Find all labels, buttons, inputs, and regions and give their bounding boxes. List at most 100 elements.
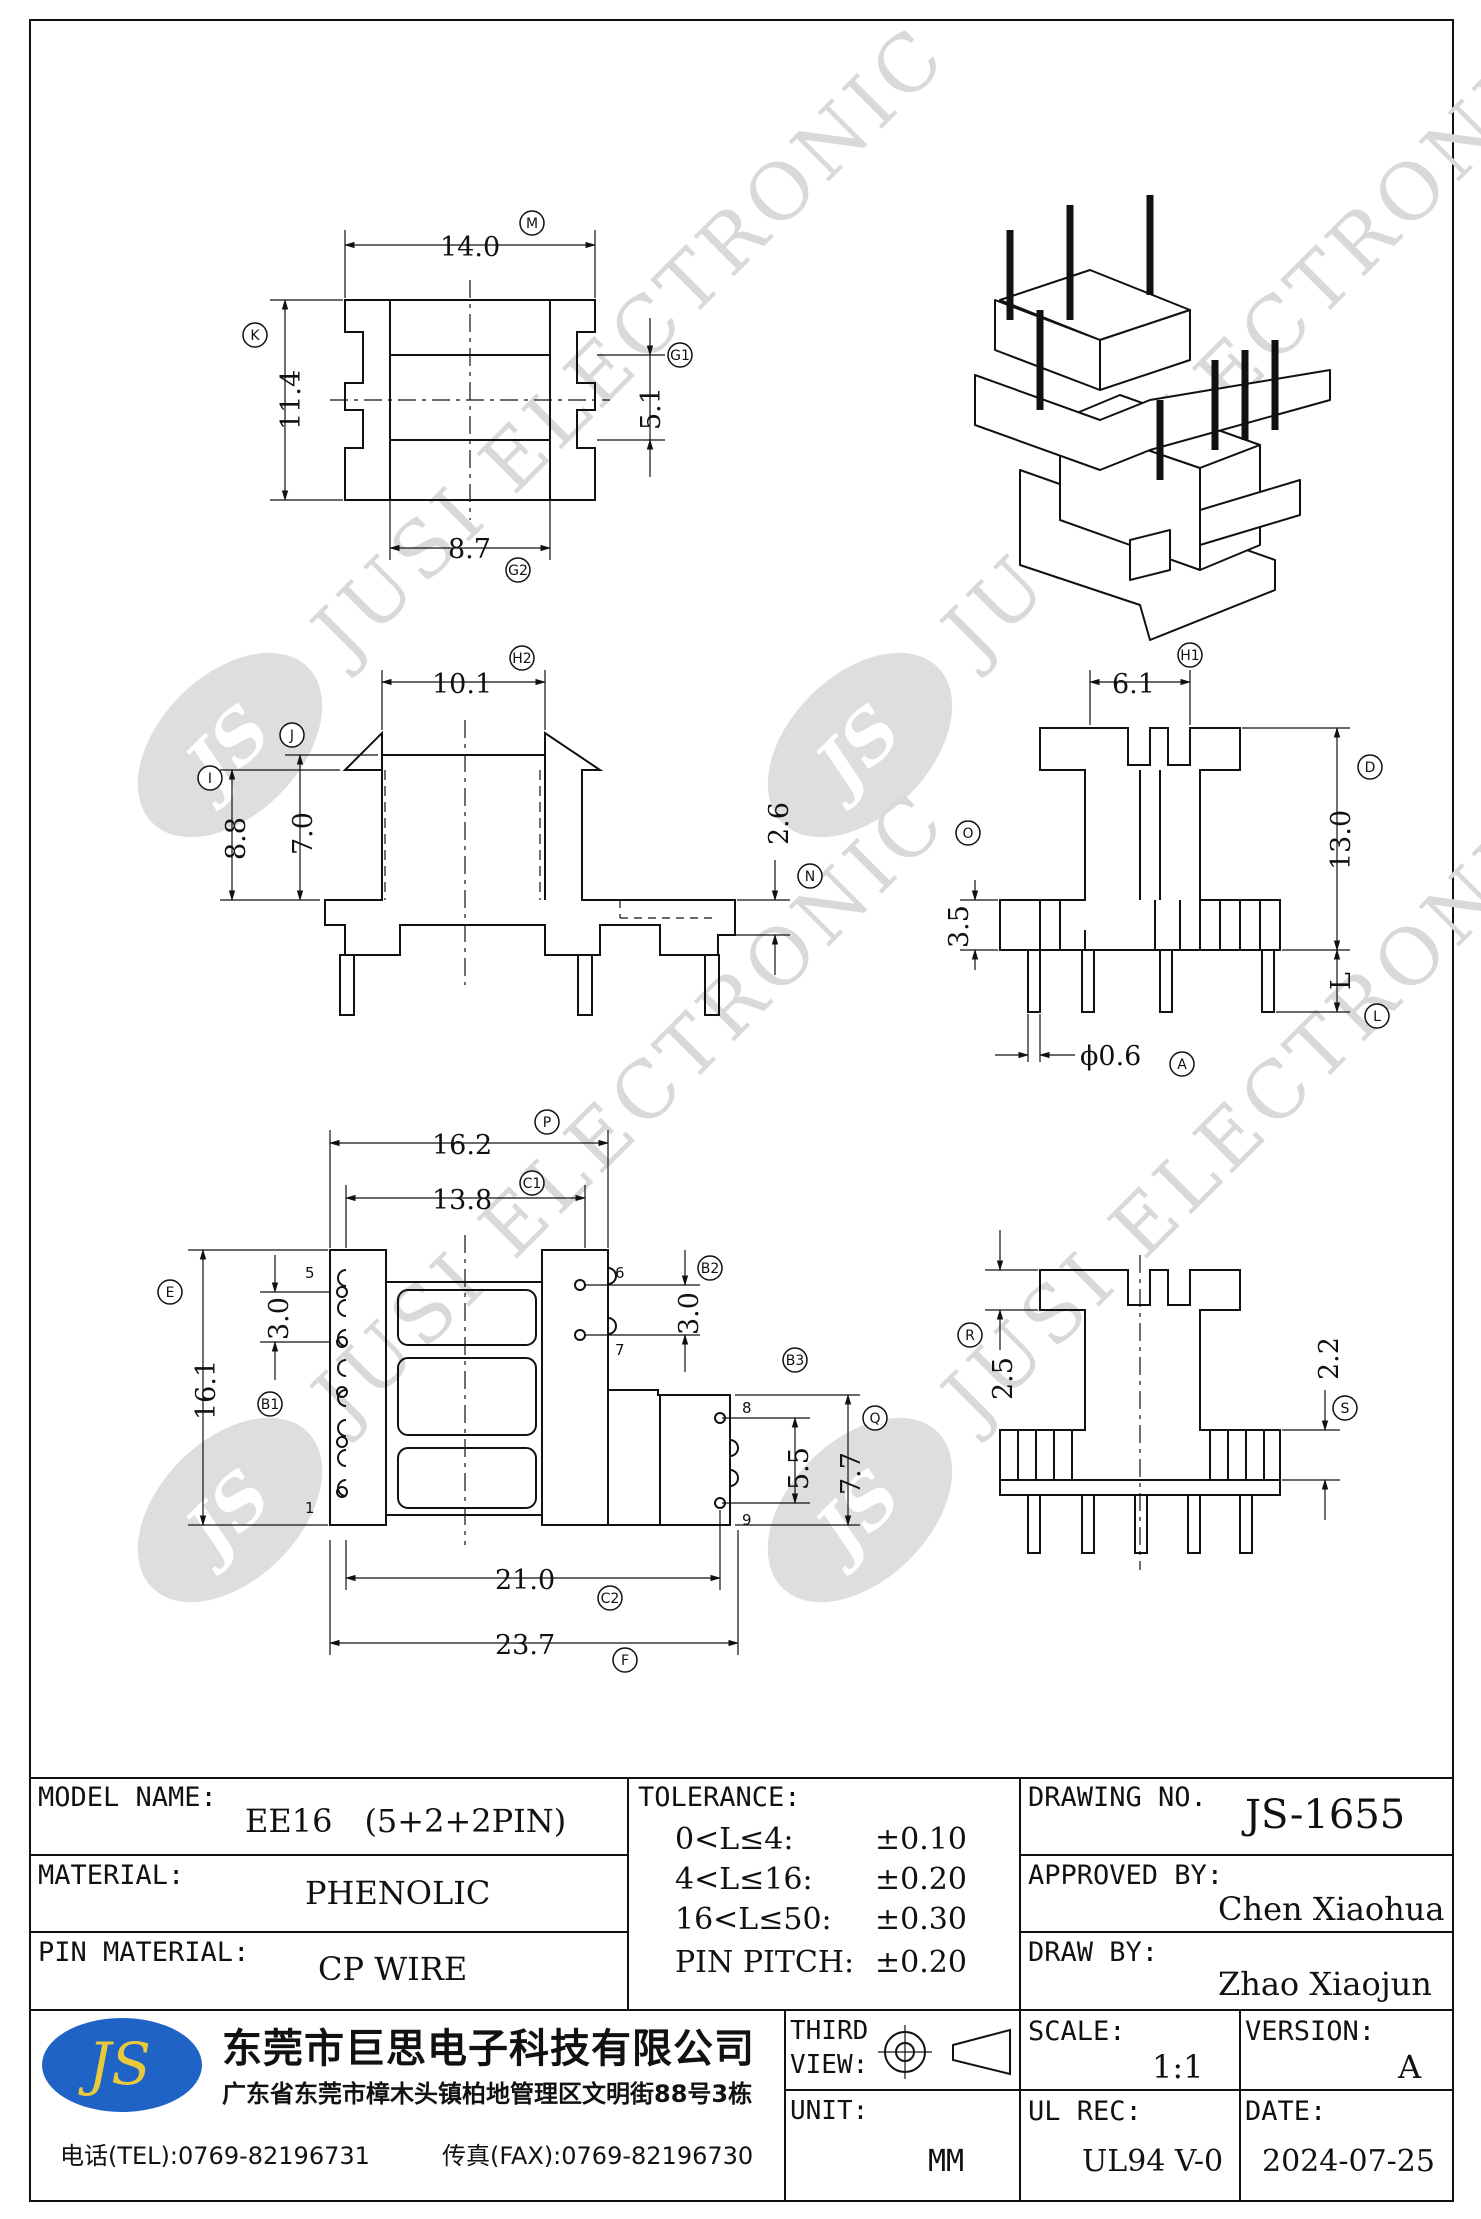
company-logo-text: JS bbox=[88, 2030, 151, 2098]
callout: N bbox=[797, 863, 823, 889]
callout: I bbox=[197, 765, 223, 791]
svg-text:H2: H2 bbox=[512, 651, 531, 667]
dim-end-top: 2.5 bbox=[988, 1357, 1019, 1400]
title-block-grid bbox=[30, 1777, 1453, 2201]
dim-top-width: 14.0 bbox=[440, 232, 500, 263]
svg-text:G2: G2 bbox=[508, 563, 528, 579]
iso-view bbox=[974, 195, 1331, 641]
callout: S bbox=[1332, 1395, 1358, 1421]
callout: C2 bbox=[597, 1585, 623, 1611]
svg-text:L: L bbox=[1373, 1009, 1381, 1025]
view-label-1: THIRD bbox=[790, 2016, 869, 2046]
svg-text:C2: C2 bbox=[601, 1591, 620, 1607]
version-value: A bbox=[1398, 2048, 1422, 2086]
pin-number: 8 bbox=[742, 1399, 752, 1417]
dim-end-base: 2.2 bbox=[1314, 1337, 1345, 1380]
svg-text:R: R bbox=[965, 1328, 975, 1344]
dim-front-flange: 2.6 bbox=[764, 802, 795, 845]
svg-text:O: O bbox=[962, 826, 973, 842]
pin-material-label: PIN MATERIAL: bbox=[38, 1937, 250, 1968]
svg-text:B3: B3 bbox=[786, 1353, 805, 1369]
pin-number: 1 bbox=[305, 1499, 315, 1517]
svg-text:M: M bbox=[526, 216, 538, 232]
dim-side-pin-diameter: ϕ0.6 bbox=[1080, 1041, 1141, 1072]
svg-text:F: F bbox=[621, 1653, 629, 1669]
unit-value: MM bbox=[928, 2144, 965, 2179]
callout: M bbox=[519, 210, 545, 236]
bottom-view bbox=[188, 1130, 860, 1655]
date-value: 2024-07-25 bbox=[1262, 2144, 1435, 2179]
tolerance-value-3: ±0.30 bbox=[875, 1902, 967, 1937]
dim-bottom-overall-width: 16.2 bbox=[432, 1130, 492, 1161]
version-label: VERSION: bbox=[1245, 2016, 1376, 2047]
dim-bottom-overall-length: 23.7 bbox=[495, 1630, 555, 1661]
front-view bbox=[220, 670, 790, 1016]
pin-number: 7 bbox=[615, 1341, 625, 1359]
dim-bottom-right-height: 7.7 bbox=[836, 1452, 867, 1495]
svg-text:S: S bbox=[1341, 1401, 1350, 1417]
svg-text:Q: Q bbox=[869, 1411, 880, 1427]
callout: H2 bbox=[509, 645, 535, 671]
callout: B1 bbox=[257, 1391, 283, 1417]
dim-bottom-pin-span: 21.0 bbox=[495, 1565, 555, 1596]
company-name: 东莞市巨思电子科技有限公司 bbox=[222, 2026, 755, 2072]
callout: K bbox=[242, 322, 268, 348]
svg-text:B1: B1 bbox=[261, 1397, 280, 1413]
ul-rec-value: UL94 V-0 bbox=[1082, 2144, 1224, 2179]
callout: J bbox=[279, 722, 305, 748]
pin-number: 5 bbox=[305, 1264, 315, 1282]
callout: G2 bbox=[505, 557, 531, 583]
company-tel: 电话(TEL):0769-82196731 bbox=[60, 2142, 370, 2170]
callout: A bbox=[1169, 1051, 1195, 1077]
company-fax: 传真(FAX):0769-82196730 bbox=[442, 2142, 754, 2170]
view-label-2: VIEW: bbox=[790, 2050, 869, 2080]
callout: P bbox=[534, 1109, 560, 1135]
material-value: PHENOLIC bbox=[305, 1874, 491, 1912]
dim-front-inner-height: 7.0 bbox=[288, 812, 319, 855]
callout: Q bbox=[862, 1405, 888, 1431]
company-address: 广东省东莞市樟木头镇柏地管理区文明街88号3栋 bbox=[222, 2080, 753, 2108]
tolerance-range-1: 0<L≤4: bbox=[675, 1822, 794, 1857]
svg-text:A: A bbox=[1177, 1057, 1187, 1073]
tolerance-range-4: PIN PITCH: bbox=[675, 1945, 855, 1980]
callout: C1 bbox=[519, 1170, 545, 1196]
callout: H1 bbox=[1177, 642, 1203, 668]
callout-group: M K G1 G2 H2 J I N H1 D O L A P C1 E B2 … bbox=[157, 210, 1390, 1673]
scale-value: 1:1 bbox=[1152, 2048, 1204, 2086]
drawing-no-value: JS-1655 bbox=[1245, 1792, 1406, 1838]
dim-front-overall-height: 8.8 bbox=[221, 817, 252, 860]
callout: B3 bbox=[782, 1347, 808, 1373]
tolerance-label: TOLERANCE: bbox=[638, 1782, 801, 1813]
callout: O bbox=[955, 820, 981, 846]
dim-bottom-inner-width: 13.8 bbox=[432, 1185, 492, 1216]
dim-bottom-pitch-right: 3.0 bbox=[674, 1292, 705, 1335]
dim-top-center-width: 8.7 bbox=[448, 534, 491, 565]
watermark-text: JUSI ELECTRONIC bbox=[292, 774, 965, 1447]
model-name-value: EE16 (5+2+2PIN) bbox=[245, 1802, 567, 1840]
dim-side-height: 13.0 bbox=[1326, 810, 1357, 870]
unit-label: UNIT: bbox=[790, 2096, 869, 2126]
sheet-border bbox=[29, 19, 1454, 2202]
dim-top-height: 11.4 bbox=[276, 370, 307, 430]
callout: L bbox=[1364, 1003, 1390, 1029]
dim-side-pin-length: L bbox=[1326, 972, 1357, 990]
svg-text:J: J bbox=[289, 728, 294, 744]
side-view bbox=[960, 670, 1350, 1062]
svg-text:B2: B2 bbox=[701, 1261, 720, 1277]
approved-by-label: APPROVED BY: bbox=[1028, 1860, 1224, 1891]
tolerance-value-1: ±0.10 bbox=[875, 1822, 967, 1857]
watermark-text: JUSI ELECTRONIC bbox=[922, 774, 1481, 1447]
pin-number: 6 bbox=[615, 1264, 625, 1282]
dim-bottom-pitch-left: 3.0 bbox=[264, 1297, 295, 1340]
dim-bottom-height: 16.1 bbox=[191, 1360, 222, 1420]
dim-side-center-width: 6.1 bbox=[1112, 669, 1155, 700]
pin-material-value: CP WIRE bbox=[318, 1950, 468, 1988]
drawn-by-label: DRAW BY: bbox=[1028, 1937, 1159, 1968]
drawn-by-value: Zhao Xiaojun bbox=[1218, 1965, 1432, 2003]
svg-text:E: E bbox=[166, 1285, 175, 1301]
tolerance-range-3: 16<L≤50: bbox=[675, 1902, 832, 1937]
model-name-label: MODEL NAME: bbox=[38, 1782, 217, 1813]
scale-label: SCALE: bbox=[1028, 2016, 1126, 2047]
